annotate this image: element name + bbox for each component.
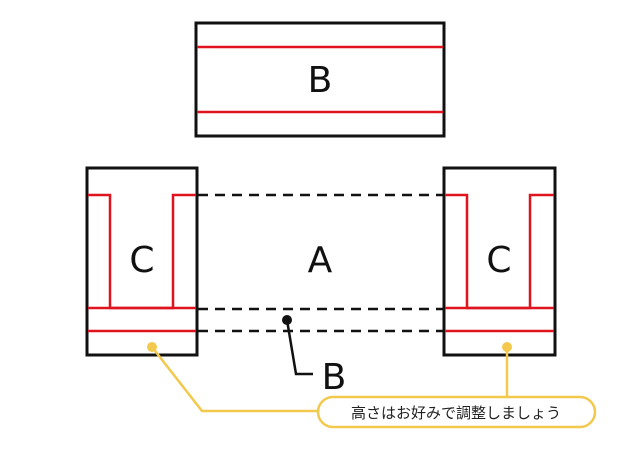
left-box-label: C	[129, 240, 154, 281]
b-pointer: B	[282, 315, 346, 398]
top-box-b: B	[194, 21, 446, 138]
right-box-c: C	[442, 166, 557, 357]
b-pointer-label: B	[322, 357, 347, 398]
b-pointer-leader	[285, 319, 313, 376]
right-box-outline	[442, 166, 557, 357]
callout-text: 高さはお好みで調整しましょう	[351, 404, 561, 422]
callout-pill: 高さはお好みで調整しましょう	[316, 395, 597, 429]
callout-leader-left	[151, 346, 318, 413]
left-box-c: C	[85, 166, 199, 357]
callout-leaders	[147, 342, 512, 413]
right-box-label: C	[486, 240, 511, 281]
center-label-a: A	[308, 240, 333, 281]
left-box-outline	[85, 166, 199, 357]
callout-pill-outline	[316, 395, 597, 429]
top-box-outline	[194, 21, 446, 138]
dashed-guides: A	[198, 193, 443, 333]
top-box-label: B	[308, 60, 333, 101]
